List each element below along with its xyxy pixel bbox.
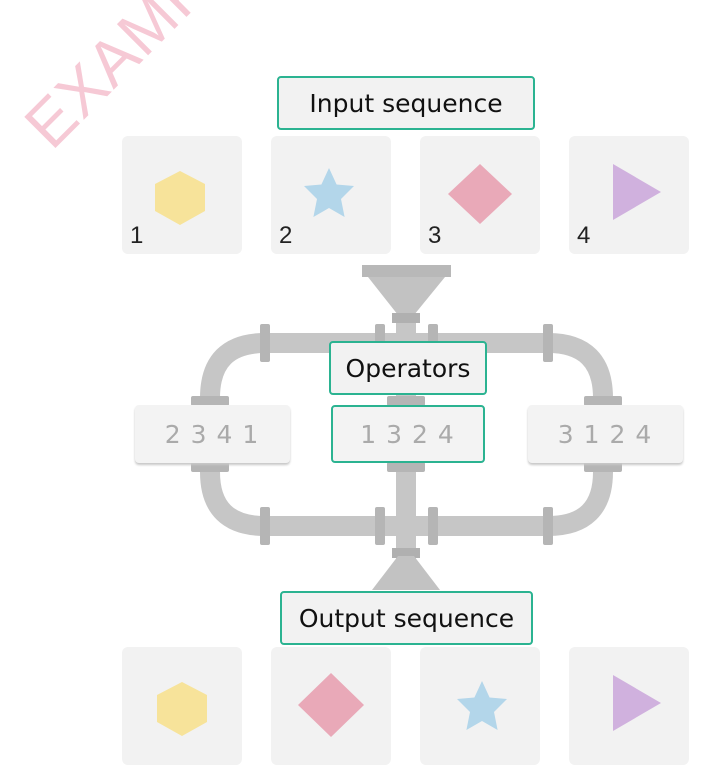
operator-digit: 1 xyxy=(583,419,602,449)
input-card-number: 2 xyxy=(279,222,293,249)
input-card-number: 3 xyxy=(428,222,442,249)
operator-box-left: 2 3 4 1 xyxy=(135,405,290,463)
input-card-3: 3 xyxy=(420,136,540,254)
triangle-icon xyxy=(613,675,661,731)
funnel-top-rim xyxy=(362,265,451,277)
operator-digit: 2 xyxy=(412,419,430,449)
operator-digit: 2 xyxy=(609,419,628,449)
operator-digit: 4 xyxy=(216,419,235,449)
star-icon xyxy=(304,168,354,217)
diamond-icon xyxy=(448,164,512,224)
input-card-4: 4 xyxy=(569,136,689,254)
input-sequence-label: Input sequence xyxy=(277,76,535,130)
operator-box-selected: 1 3 2 4 xyxy=(331,405,485,463)
triangle-icon xyxy=(613,164,661,220)
hexagon-icon xyxy=(157,682,207,736)
star-icon xyxy=(457,681,507,730)
operator-digit: 4 xyxy=(437,419,456,449)
operator-digit: 3 xyxy=(557,419,576,449)
operator-digit: 2 xyxy=(164,419,183,449)
hexagon-icon xyxy=(155,171,205,225)
diamond-icon xyxy=(298,673,364,737)
output-card-1 xyxy=(122,647,242,765)
input-card-1: 1 xyxy=(122,136,242,254)
operator-digit: 3 xyxy=(190,419,209,449)
output-card-2 xyxy=(271,647,391,765)
input-card-number: 1 xyxy=(130,222,144,249)
funnel-bottom xyxy=(372,556,440,590)
output-card-3 xyxy=(420,647,540,765)
input-card-number: 4 xyxy=(577,222,591,249)
operator-digit: 1 xyxy=(360,419,379,449)
operator-digit: 1 xyxy=(242,419,261,449)
operators-label: Operators xyxy=(329,341,487,395)
output-sequence-label: Output sequence xyxy=(280,591,533,645)
operator-digit: 3 xyxy=(386,419,404,449)
operator-digit: 4 xyxy=(635,419,654,449)
operator-box-right: 3 1 2 4 xyxy=(528,405,683,463)
funnel-top xyxy=(368,277,445,315)
input-card-2: 2 xyxy=(271,136,391,254)
output-card-4 xyxy=(569,647,689,765)
